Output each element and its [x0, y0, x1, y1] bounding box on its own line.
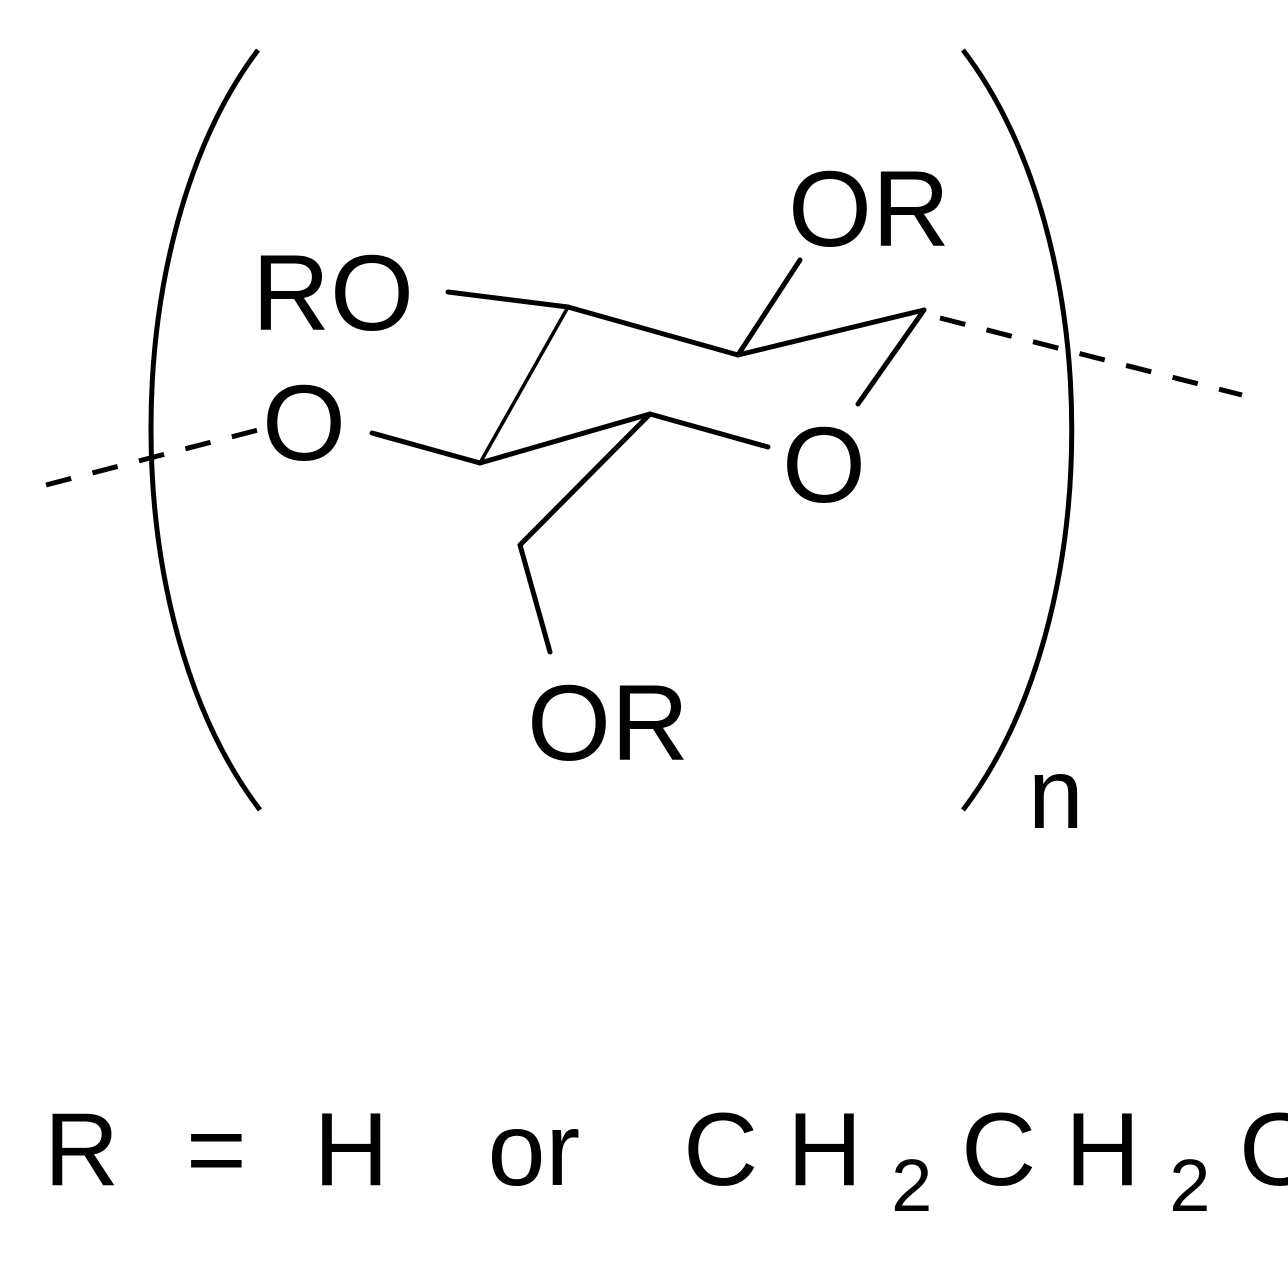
bond-o-left-c1 [369, 430, 483, 466]
bond-ro-c4 [445, 289, 571, 310]
left-bracket [148, 48, 262, 812]
formula-oh: OH [1239, 1092, 1288, 1208]
formula-h: H [314, 1092, 389, 1208]
formula-equals: = [186, 1092, 247, 1208]
formula-c1: C [683, 1092, 758, 1208]
label-or-top: OR [788, 148, 950, 269]
formula-sub1: 2 [891, 1144, 932, 1227]
formula-r: R [44, 1092, 119, 1208]
label-or-bottom: OR [527, 662, 689, 783]
label-o-ring: O [782, 404, 866, 525]
ring-right-edge [855, 307, 927, 407]
ring-left-edge [478, 305, 570, 465]
label-ro-left: RO [252, 232, 414, 353]
formula-h1: H [787, 1092, 862, 1208]
label-o-left: O [262, 362, 346, 483]
formula-sub2: 2 [1169, 1144, 1210, 1227]
right-dashed-link [939, 315, 1243, 398]
formula-c2: C [961, 1092, 1036, 1208]
bond-c2-or-top [735, 257, 803, 358]
left-dashed-link [45, 427, 259, 488]
ring-upper-edge [565, 304, 927, 358]
bond-c5-ch2-or [517, 411, 653, 655]
formula-or: or [488, 1092, 580, 1208]
r-definition: R = H or C H 2 C H 2 OH [44, 1092, 1288, 1234]
right-bracket [961, 48, 1075, 812]
formula-h2: H [1065, 1092, 1140, 1208]
repeat-subscript-n: n [1028, 738, 1084, 850]
